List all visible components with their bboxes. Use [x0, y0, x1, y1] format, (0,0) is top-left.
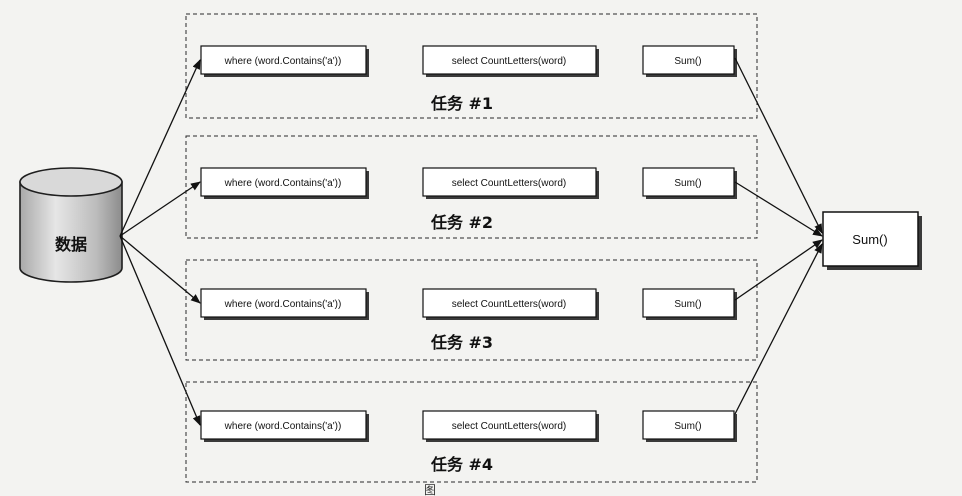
cylinder-body	[19, 181, 123, 283]
where-step-box	[200, 45, 367, 75]
figure-caption: 图	[424, 483, 436, 496]
arrow-task-3-to-result	[734, 239, 823, 301]
task-frame	[185, 259, 758, 361]
select-step-text: select CountLetters(word)	[452, 421, 567, 432]
select-step-text: select CountLetters(word)	[452, 56, 567, 67]
task-group-4: where (word.Contains('a')) select CountL…	[185, 381, 758, 483]
arrow-task-2-to-result	[734, 181, 823, 237]
task-label: 任务 #3	[430, 333, 493, 352]
data-source-label: 数据	[55, 235, 87, 254]
arrow-task-4-to-result	[734, 243, 823, 415]
where-step-text: where (word.Contains('a'))	[224, 299, 342, 310]
result-sum-box	[822, 211, 919, 267]
task-group-2: where (word.Contains('a')) select CountL…	[185, 135, 758, 239]
fan-in-arrows	[734, 57, 823, 415]
task-label: 任务 #4	[430, 455, 493, 474]
select-step-text: select CountLetters(word)	[452, 299, 567, 310]
select-step-box	[422, 167, 597, 197]
arrow-source-to-task-2	[119, 181, 201, 237]
arrow-source-to-task-4	[119, 235, 201, 426]
sum-step-box	[642, 410, 735, 440]
sum-step-text: Sum()	[674, 421, 701, 432]
where-step-text: where (word.Contains('a'))	[224, 56, 342, 67]
select-step-box	[422, 410, 597, 440]
sum-step-box	[642, 288, 735, 318]
task-label: 任务 #1	[430, 94, 493, 113]
sum-step-box	[642, 167, 735, 197]
sum-step-box	[642, 45, 735, 75]
task-group-1: where (word.Contains('a')) select CountL…	[185, 13, 758, 119]
select-step-text: select CountLetters(word)	[452, 178, 567, 189]
sum-step-text: Sum()	[674, 56, 701, 67]
task-frame	[185, 13, 758, 119]
where-step-box	[200, 167, 367, 197]
where-step-box	[200, 288, 367, 318]
arrow-source-to-task-1	[119, 59, 201, 237]
cylinder-top	[19, 167, 123, 197]
where-step-text: where (word.Contains('a'))	[224, 178, 342, 189]
arrow-source-to-task-3	[119, 235, 201, 304]
task-frame	[185, 381, 758, 483]
fan-out-arrows	[119, 59, 201, 426]
select-step-box	[422, 288, 597, 318]
sum-step-text: Sum()	[674, 299, 701, 310]
data-source-cylinder: 数据	[19, 167, 123, 283]
task-group-3: where (word.Contains('a')) select CountL…	[185, 259, 758, 361]
task-label: 任务 #2	[430, 213, 493, 232]
result-sum-text: Sum()	[852, 232, 887, 247]
result-node: Sum()	[822, 211, 922, 270]
where-step-box	[200, 410, 367, 440]
select-step-box	[422, 45, 597, 75]
arrow-task-1-to-result	[734, 57, 823, 234]
sum-step-text: Sum()	[674, 178, 701, 189]
task-frame	[185, 135, 758, 239]
where-step-text: where (word.Contains('a'))	[224, 421, 342, 432]
